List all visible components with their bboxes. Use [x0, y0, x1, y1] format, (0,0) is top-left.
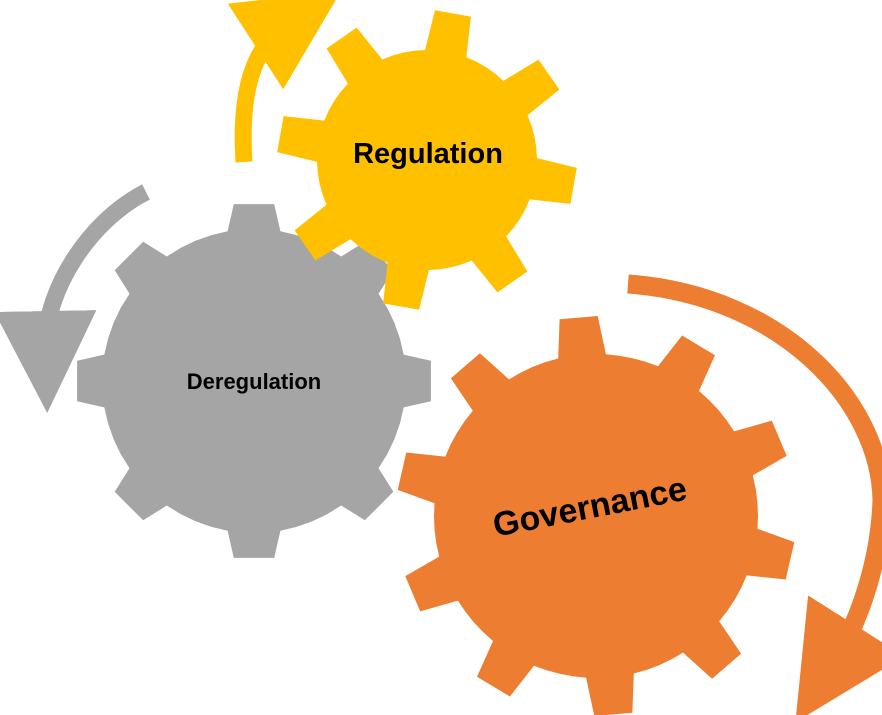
deregulation-label: Deregulation	[187, 369, 321, 394]
deregulation-gear-body	[77, 204, 431, 558]
regulation-arrow	[227, 0, 342, 163]
deregulation-gear	[77, 204, 431, 558]
governance-gear	[397, 316, 795, 715]
governance-arrow	[627, 274, 882, 715]
regulation-gear-body	[277, 10, 577, 310]
regulation-gear	[277, 10, 577, 310]
deregulation-arrow	[0, 184, 150, 413]
governance-gear-body	[397, 316, 795, 715]
regulation-label: Regulation	[353, 138, 503, 170]
